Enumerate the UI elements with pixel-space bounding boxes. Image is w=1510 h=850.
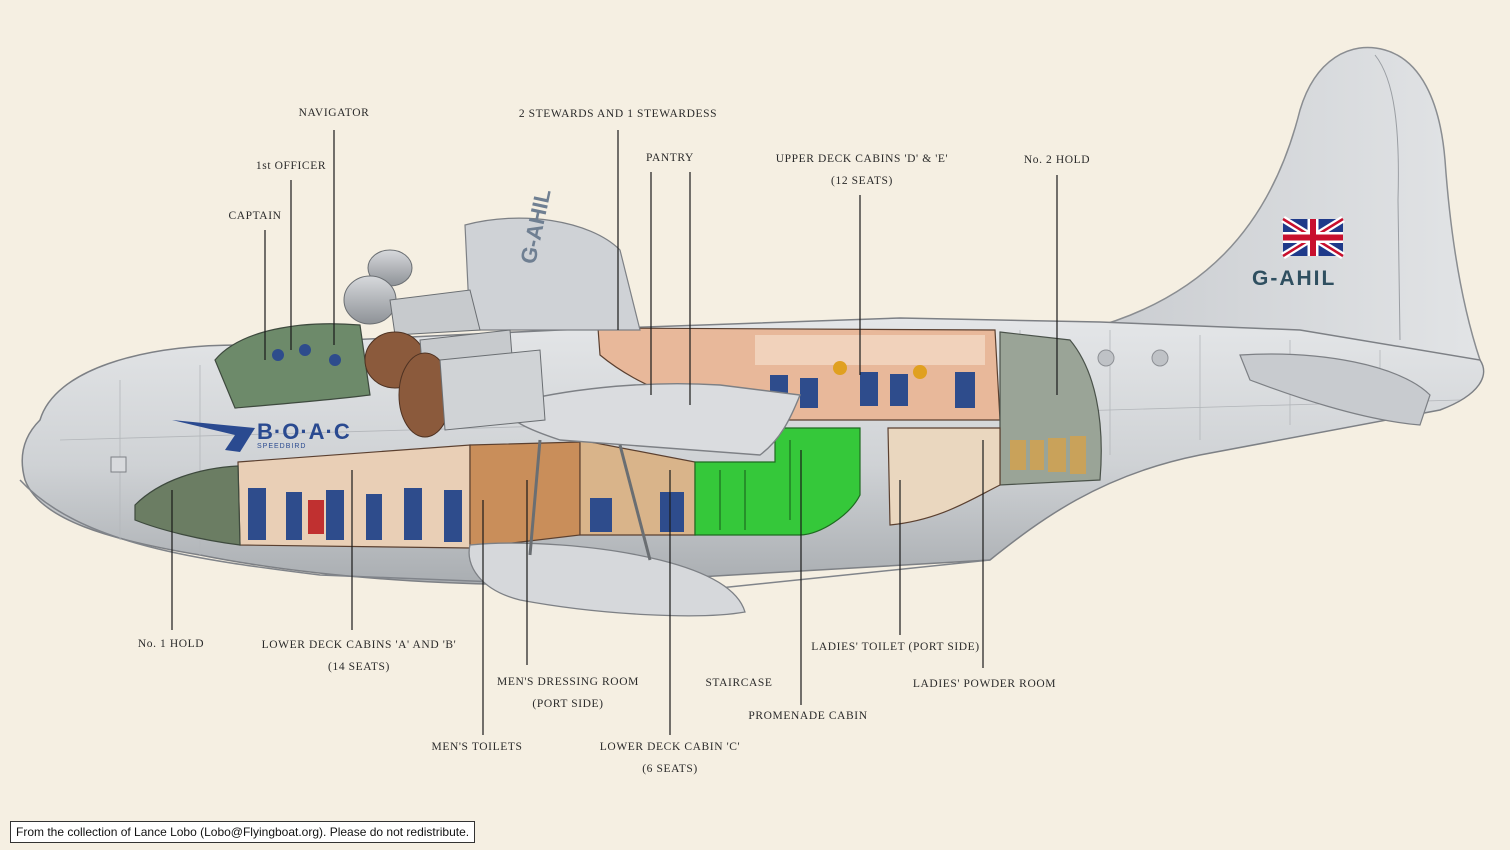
cockpit xyxy=(214,323,371,409)
label-mens-toilets: MEN'S TOILETS xyxy=(431,741,523,753)
logo-subtext: SPEEDBIRD xyxy=(257,443,307,450)
label-hold-1: No. 1 HOLD xyxy=(137,638,205,650)
hold-1-cutaway xyxy=(134,465,241,546)
label-upper-deck: UPPER DECK CABINS 'D' & 'E'(12 SEATS) xyxy=(775,153,949,187)
tailplane xyxy=(1239,353,1431,426)
boac-logo-text: B·O·A·C SPEEDBIRD xyxy=(257,419,351,451)
label-lower-c: LOWER DECK CABIN 'C'(6 SEATS) xyxy=(599,741,741,775)
wing xyxy=(504,383,801,456)
boac-logo xyxy=(172,420,255,452)
lower-deck-ab-cutaway xyxy=(237,444,471,549)
tail-fin xyxy=(1083,46,1481,391)
leader-lines xyxy=(171,130,1058,735)
label-pantry: PANTRY xyxy=(646,152,694,164)
engines xyxy=(343,249,546,438)
mens-rooms-cutaway xyxy=(469,441,581,549)
logo-text: B·O·A·C xyxy=(257,419,351,444)
fin-registration: G-AHIL xyxy=(1252,267,1337,290)
label-captain: CAPTAIN xyxy=(228,210,282,222)
union-flag-icon xyxy=(1281,216,1345,259)
label-staircase: STAIRCASE xyxy=(705,677,773,689)
credit-notice: From the collection of Lance Lobo (Lobo@… xyxy=(10,821,476,843)
label-mens-dressing: MEN'S DRESSING ROOM(PORT SIDE) xyxy=(497,676,639,710)
label-hold-2: No. 2 HOLD xyxy=(1023,154,1091,166)
label-promenade: PROMENADE CABIN xyxy=(748,710,868,722)
label-navigator: NAVIGATOR xyxy=(298,107,370,119)
staircase-cutaway xyxy=(694,427,861,536)
ladies-rooms-cutaway xyxy=(887,427,1001,526)
wing-float xyxy=(468,542,746,617)
label-ladies-toilet: LADIES' TOILET (PORT SIDE) xyxy=(811,641,980,653)
label-stewards: 2 STEWARDS AND 1 STEWARDESS xyxy=(518,108,718,120)
label-first-officer: 1st OFFICER xyxy=(255,160,327,172)
label-ladies-powder: LADIES' POWDER ROOM xyxy=(912,678,1057,690)
label-lower-ab: LOWER DECK CABINS 'A' AND 'B'(14 SEATS) xyxy=(261,639,457,673)
